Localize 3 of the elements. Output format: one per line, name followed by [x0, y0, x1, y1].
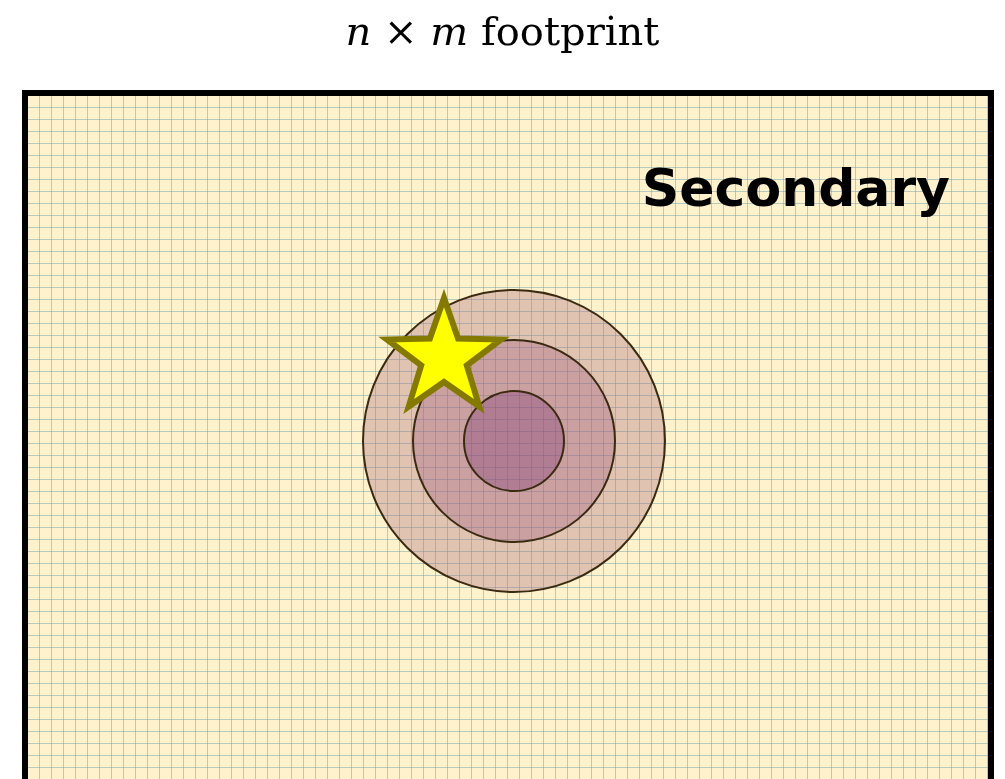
footprint-box [22, 90, 994, 779]
title: n × m footprint [344, 8, 661, 54]
region-label: Secondary [641, 158, 950, 218]
